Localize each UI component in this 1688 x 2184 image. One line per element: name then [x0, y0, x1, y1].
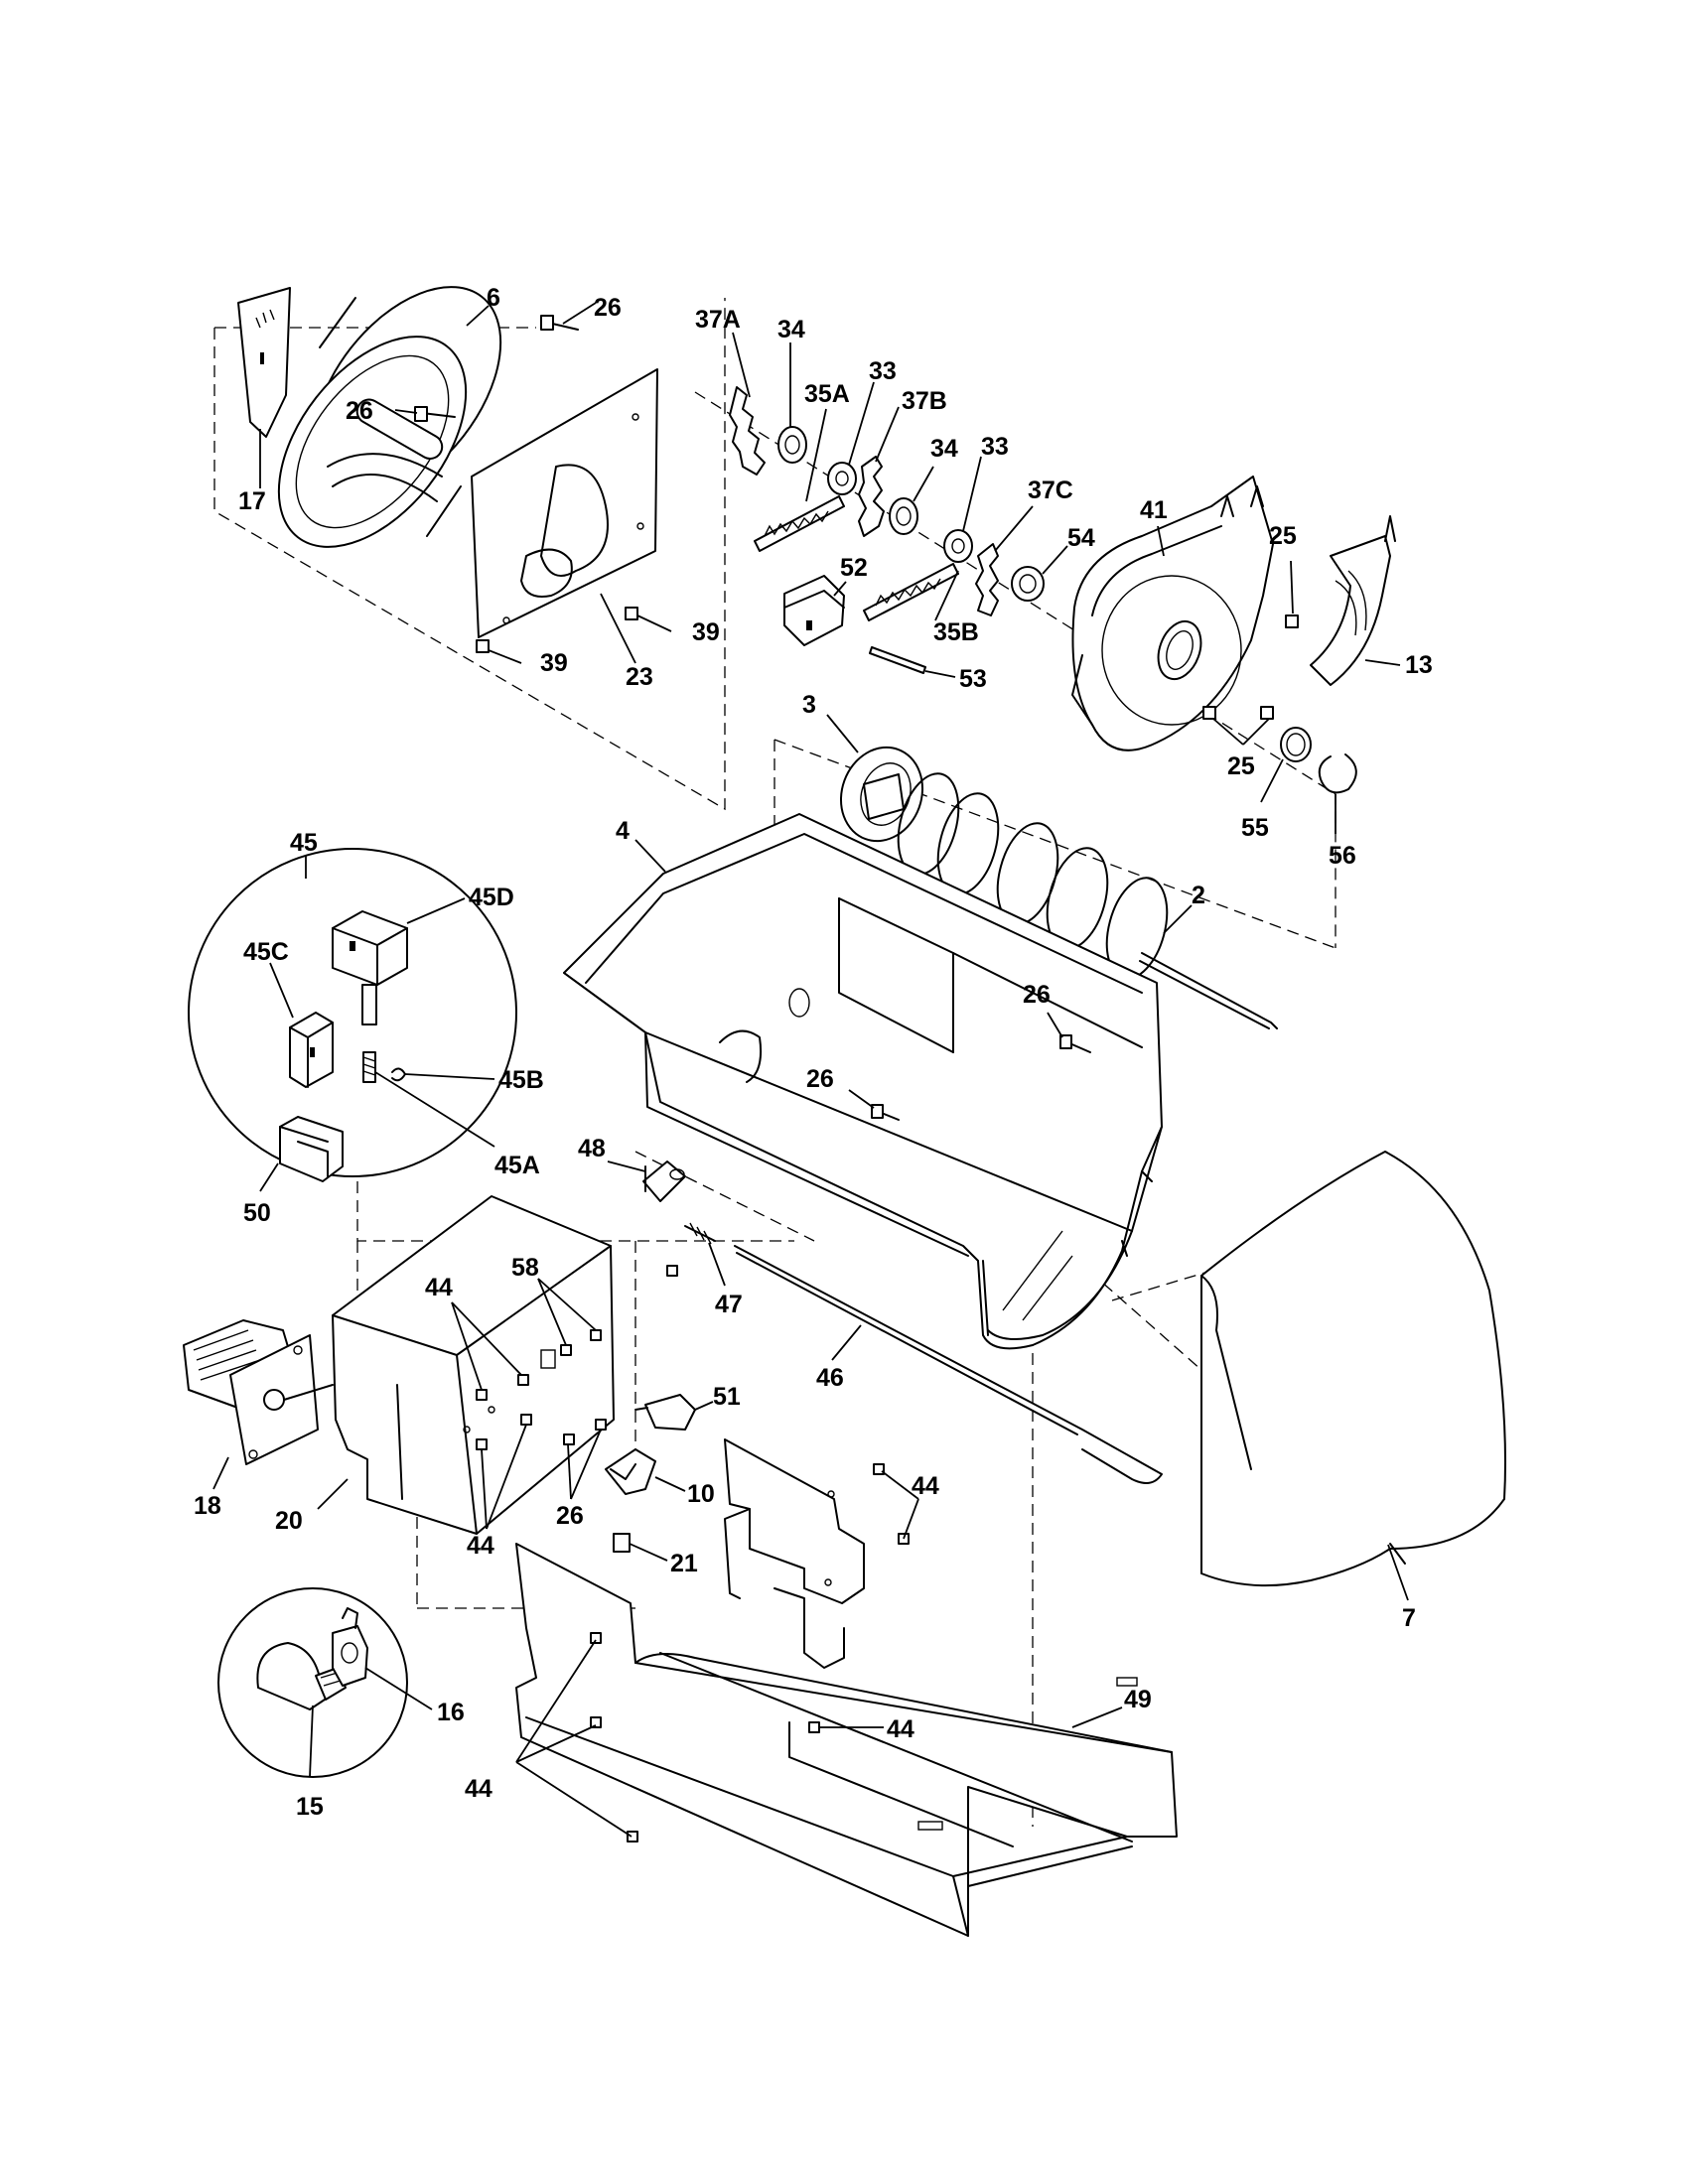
label-45B: 45B — [498, 1066, 544, 1094]
callout-labels: 17 6 26 26 39 39 23 37A 34 35A 33 37B 34… — [194, 284, 1433, 1821]
label-26-bucket-right: 26 — [1023, 981, 1051, 1009]
screw-39-left — [476, 639, 522, 664]
label-50: 50 — [243, 1199, 271, 1227]
screw-26-top — [540, 302, 597, 331]
label-4: 4 — [616, 817, 630, 845]
label-35A: 35A — [804, 380, 850, 408]
bucket-screws — [848, 1012, 1091, 1121]
label-39-left: 39 — [540, 649, 568, 677]
label-17: 17 — [238, 487, 266, 515]
part-56-clip — [1318, 753, 1357, 834]
part-48-bracket — [607, 1160, 686, 1202]
label-21: 21 — [670, 1550, 698, 1577]
label-6: 6 — [487, 284, 500, 312]
label-25-bottom: 25 — [1227, 752, 1255, 780]
label-26-housing: 26 — [556, 1502, 584, 1530]
label-54: 54 — [1067, 524, 1095, 552]
label-47: 47 — [715, 1291, 743, 1318]
label-44-housing-bottom: 44 — [467, 1532, 494, 1560]
label-16: 16 — [437, 1699, 465, 1726]
label-33-a: 33 — [869, 357, 897, 385]
label-2: 2 — [1192, 882, 1205, 909]
label-23: 23 — [626, 663, 653, 691]
part-18-motor — [183, 1319, 334, 1490]
label-13: 13 — [1405, 651, 1433, 679]
detail-bulb-circle — [217, 1587, 433, 1778]
part-23-plate — [471, 368, 658, 664]
label-55: 55 — [1241, 814, 1269, 842]
label-35B: 35B — [933, 618, 979, 646]
label-53: 53 — [959, 665, 987, 693]
detail-45-circle — [188, 848, 517, 1192]
label-49: 49 — [1124, 1686, 1152, 1713]
label-45A: 45A — [494, 1152, 540, 1179]
label-20: 20 — [275, 1507, 303, 1535]
label-26-top: 26 — [594, 294, 622, 322]
label-26-bucket-center: 26 — [806, 1065, 834, 1093]
part-52-actuator — [783, 575, 847, 646]
cam-assembly — [729, 332, 1068, 621]
label-45C: 45C — [243, 938, 289, 966]
label-48: 48 — [578, 1135, 606, 1162]
label-37A: 37A — [695, 306, 741, 334]
part-13-bracket — [1310, 515, 1401, 686]
label-45D: 45D — [469, 884, 514, 911]
housing-screws — [451, 1278, 607, 1530]
label-34-a: 34 — [777, 316, 805, 343]
label-51: 51 — [713, 1383, 741, 1411]
label-15: 15 — [296, 1793, 324, 1821]
top-screws — [394, 302, 672, 664]
label-37B: 37B — [902, 387, 947, 415]
part-51-plunger — [634, 1394, 714, 1431]
label-7: 7 — [1402, 1604, 1416, 1632]
part-47-spring — [666, 1222, 726, 1287]
screw-26-bucket-right — [1047, 1012, 1091, 1053]
part-21-clip — [613, 1533, 668, 1562]
label-56: 56 — [1329, 842, 1356, 870]
part-55-ring — [1260, 727, 1312, 803]
part-17-strip — [237, 287, 291, 488]
part-53-rod — [869, 646, 956, 678]
label-39-right: 39 — [692, 618, 720, 646]
label-26-left: 26 — [346, 397, 373, 425]
label-44-tray: 44 — [887, 1715, 914, 1743]
label-45: 45 — [290, 829, 318, 857]
part-4-bucket — [563, 813, 1163, 1350]
part-6-drum — [277, 286, 502, 548]
label-3: 3 — [802, 691, 816, 719]
part-41-housing — [1071, 476, 1274, 751]
label-46: 46 — [816, 1364, 844, 1392]
part-10-lever — [605, 1448, 686, 1495]
label-34-b: 34 — [930, 435, 958, 463]
label-58: 58 — [511, 1254, 539, 1282]
lower-screws-44 — [515, 1632, 638, 1843]
label-10: 10 — [687, 1480, 715, 1508]
part-46-rod — [734, 1245, 1163, 1484]
label-44-housing-top: 44 — [425, 1274, 453, 1301]
part-7-cover — [1200, 1151, 1506, 1601]
label-25-top: 25 — [1269, 522, 1297, 550]
label-37C: 37C — [1028, 477, 1073, 504]
screw-26-bucket-center — [848, 1089, 900, 1121]
label-33-b: 33 — [981, 433, 1009, 461]
screw-26-left — [394, 406, 456, 422]
label-18: 18 — [194, 1492, 221, 1520]
screw-39-right — [625, 607, 672, 632]
back-plate — [724, 1438, 919, 1733]
label-44-plate: 44 — [912, 1472, 939, 1500]
label-44-lower: 44 — [465, 1775, 492, 1803]
part-49-tray — [515, 1543, 1178, 1937]
label-52: 52 — [840, 554, 868, 582]
label-41: 41 — [1140, 496, 1168, 524]
screws-25 — [1202, 560, 1299, 746]
